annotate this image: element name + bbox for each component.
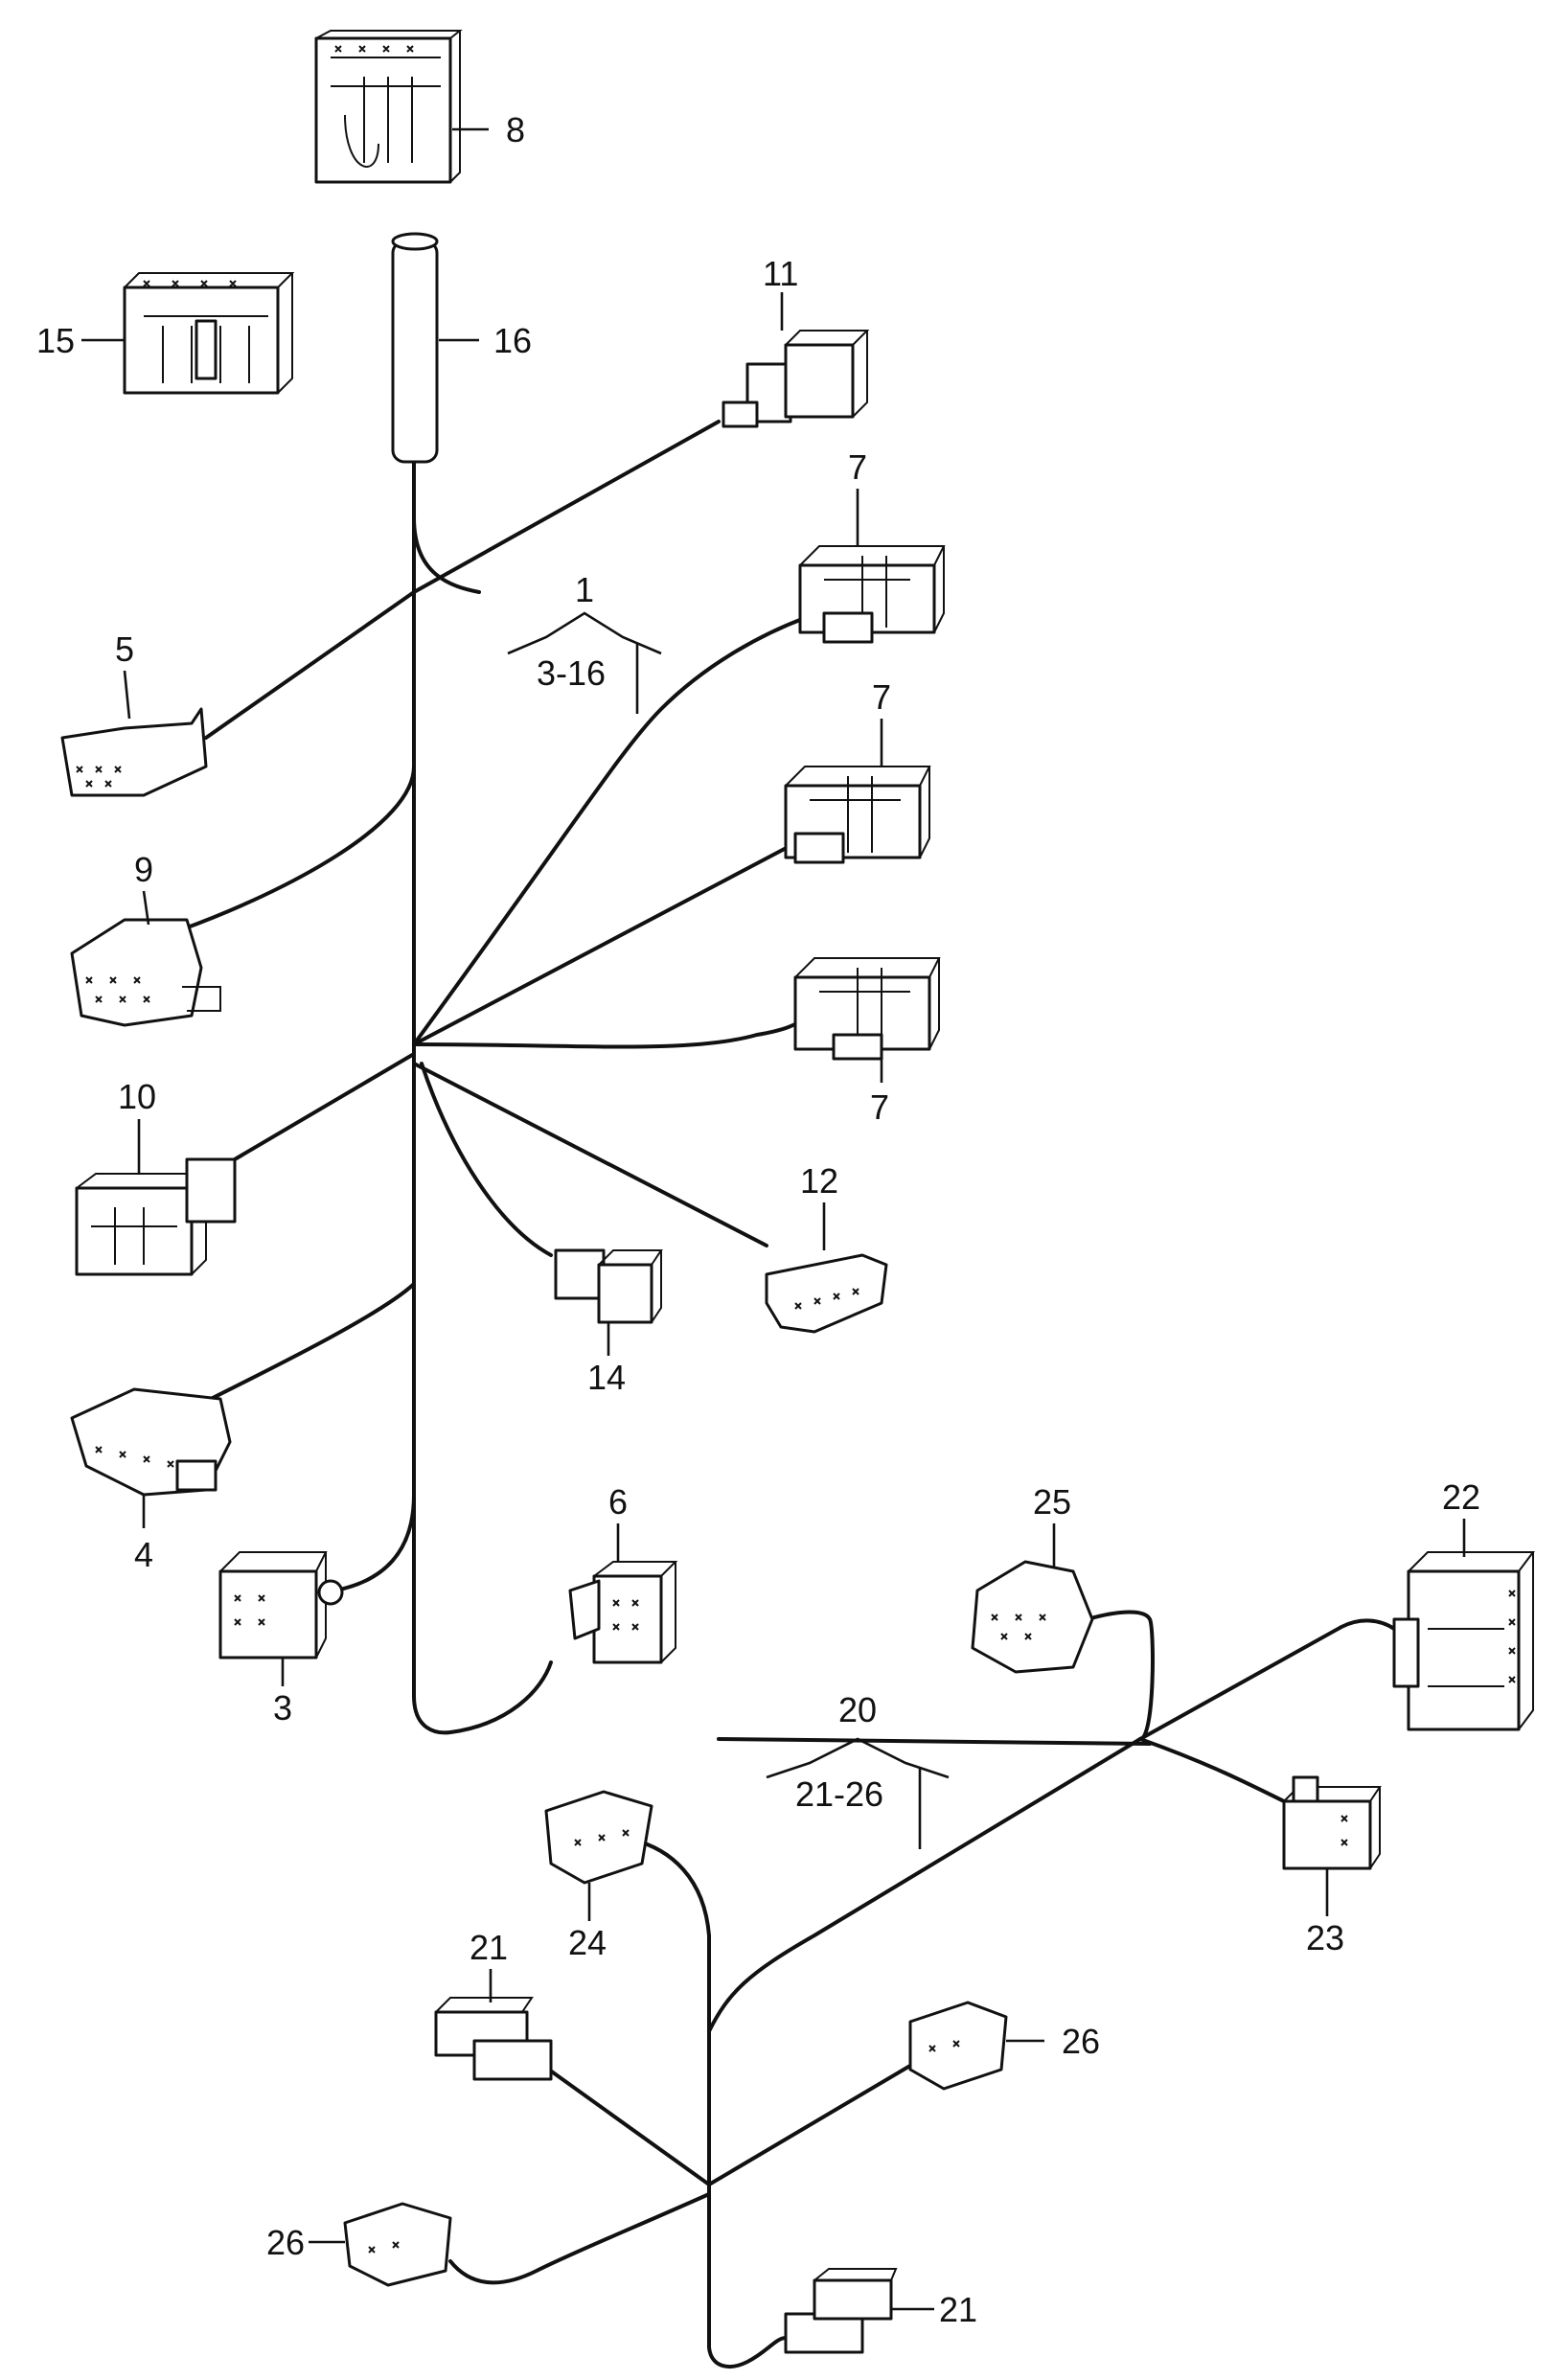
callout-7-top: 7 [848,447,867,487]
connector-4 [70,1387,232,1497]
callout-26-right: 26 [1062,2022,1100,2061]
callout-9: 9 [134,850,153,889]
callout-26-left: 26 [266,2223,305,2262]
callout-6: 6 [608,1482,628,1522]
callout-21-upper: 21 [470,1928,508,1967]
connector-26-left [343,2202,452,2287]
connector-21-upper [434,1997,553,2081]
connector-7-mid [784,766,931,864]
connector-8 [314,30,463,184]
connector-7-top [798,545,946,644]
connector-26-right [908,2001,1008,2091]
callout-14: 14 [587,1358,626,1397]
connector-7-low [793,957,941,1061]
connector-10 [75,1157,237,1276]
connector-25 [971,1560,1094,1674]
connector-15 [123,272,295,395]
callout-7-low: 7 [870,1087,889,1127]
callout-3: 3 [273,1688,292,1728]
cable-sleeve-16 [391,232,439,464]
callout-20-range: 21-26 [795,1774,883,1814]
callout-15: 15 [36,321,75,360]
connector-12 [765,1253,888,1334]
callout-1: 1 [575,570,594,609]
callout-5: 5 [115,629,134,669]
callout-labels: 8 15 16 11 7 1 3-16 5 7 9 7 10 12 14 4 6… [36,110,1480,2329]
connector-11 [722,330,870,428]
connector-21-lower [784,2268,898,2354]
callout-4: 4 [134,1535,153,1574]
connector-14 [554,1248,663,1324]
connector-9 [70,918,221,1027]
connector-23 [1282,1775,1382,1870]
callout-11: 11 [763,254,798,293]
connector-24 [544,1790,653,1885]
callout-10: 10 [118,1077,156,1116]
callout-21-lower: 21 [939,2290,977,2329]
callout-12: 12 [800,1161,838,1201]
callout-7-mid: 7 [872,677,891,717]
callout-8: 8 [506,110,525,149]
callout-1-range: 3-16 [537,653,606,693]
harness-1-wires [180,420,812,1735]
connector-6 [568,1561,678,1664]
callout-22: 22 [1442,1477,1480,1517]
callout-16: 16 [493,321,532,360]
callout-23: 23 [1306,1918,1344,1957]
connector-5 [60,707,208,797]
harness-20-wires [448,1610,1396,2369]
connector-3 [218,1551,344,1659]
callout-leader-lines [81,127,1466,2311]
callout-25: 25 [1033,1482,1071,1522]
connector-22 [1392,1551,1535,1731]
callout-24: 24 [568,1923,607,1962]
callout-20: 20 [838,1690,877,1729]
